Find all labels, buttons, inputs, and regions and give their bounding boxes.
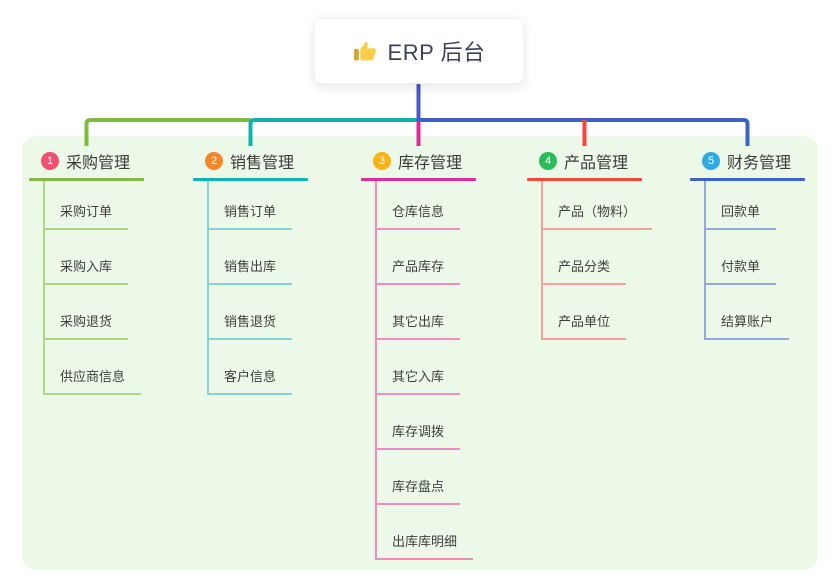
mindmap-node[interactable]: 采购入库	[45, 230, 144, 285]
branch-title-label: 财务管理	[727, 155, 792, 172]
branch-title-node[interactable]: 4 产品管理	[527, 152, 652, 172]
mindmap-node-label: 销售订单	[209, 203, 293, 230]
thumbs-up-icon	[353, 41, 376, 60]
mindmap-node[interactable]: 回款单	[706, 181, 805, 230]
mindmap-node[interactable]: 产品分类	[543, 230, 652, 285]
mindmap-node-label: 仓库信息	[377, 203, 461, 230]
branch-number-badge: 2	[205, 152, 223, 170]
branch-number-badge: 5	[702, 152, 720, 170]
mindmap-node[interactable]: 供应商信息	[45, 340, 144, 395]
mindmap-node-label: 产品单位	[543, 313, 627, 340]
mindmap-node[interactable]: 销售订单	[209, 181, 308, 230]
mindmap-node-label: 采购订单	[45, 203, 129, 230]
mindmap-node[interactable]: 客户信息	[209, 340, 308, 395]
branch-number-badge: 1	[41, 152, 59, 170]
mindmap-node-label: 采购入库	[45, 258, 129, 285]
branch-underline	[361, 178, 476, 181]
mindmap-node-label: 回款单	[706, 203, 777, 230]
branch-title-node[interactable]: 5 财务管理	[690, 152, 805, 172]
branch-title-node[interactable]: 3 库存管理	[361, 152, 476, 172]
branch-underline	[690, 178, 805, 181]
mindmap-node-label: 销售退货	[209, 313, 293, 340]
mindmap-node[interactable]: 库存盘点	[377, 450, 476, 505]
mindmap-node-label: 其它出库	[377, 313, 461, 340]
mindmap-node[interactable]: 仓库信息	[377, 181, 476, 230]
branch-children: 回款单付款单结算账户	[704, 181, 805, 340]
branch-column-2: 2 销售管理销售订单销售出库销售退货客户信息	[193, 152, 308, 395]
branches-panel	[22, 136, 818, 570]
branch-underline	[29, 178, 144, 181]
mindmap-node-label: 出库库明细	[377, 533, 474, 560]
mindmap-node[interactable]: 付款单	[706, 230, 805, 285]
mindmap-node-label: 产品分类	[543, 258, 627, 285]
branch-number-badge: 3	[373, 152, 391, 170]
branch-title-label: 销售管理	[230, 155, 295, 172]
mindmap-node-label: 库存盘点	[377, 478, 461, 505]
branch-children: 销售订单销售出库销售退货客户信息	[207, 181, 308, 395]
mindmap-node-label: 付款单	[706, 258, 777, 285]
mindmap-node[interactable]: 销售出库	[209, 230, 308, 285]
branch-children: 采购订单采购入库采购退货供应商信息	[43, 181, 144, 395]
branch-column-3: 3 库存管理仓库信息产品库存其它出库其它入库库存调拨库存盘点出库库明细	[361, 152, 476, 560]
root-title: ERP 后台	[387, 40, 486, 65]
branch-title-label: 产品管理	[564, 155, 629, 172]
branch-title-label: 采购管理	[66, 155, 131, 172]
mindmap-node-label: 客户信息	[209, 368, 293, 395]
mindmap-node[interactable]: 出库库明细	[377, 505, 476, 560]
mindmap-node[interactable]: 结算账户	[706, 285, 805, 340]
root-node[interactable]: ERP 后台	[314, 18, 524, 84]
mindmap-node[interactable]: 产品（物料）	[543, 181, 653, 230]
branch-underline	[193, 178, 308, 181]
branch-column-4: 4 产品管理产品（物料） 产品分类产品单位	[527, 152, 653, 340]
mindmap-node[interactable]: 产品单位	[543, 285, 652, 340]
mindmap-node[interactable]: 库存调拨	[377, 395, 476, 450]
mindmap-node[interactable]: 其它出库	[377, 285, 476, 340]
mindmap-node-label: 采购退货	[45, 313, 129, 340]
mindmap-node-label: 库存调拨	[377, 423, 461, 450]
branch-title-label: 库存管理	[398, 155, 463, 172]
mindmap-node[interactable]: 销售退货	[209, 285, 308, 340]
branch-underline	[527, 178, 642, 181]
branch-title-node[interactable]: 2 销售管理	[193, 152, 308, 172]
branch-children: 产品（物料） 产品分类产品单位	[541, 181, 653, 340]
mindmap-node[interactable]: 采购订单	[45, 181, 144, 230]
branch-number-badge: 4	[539, 152, 557, 170]
mindmap-node-label: 供应商信息	[45, 368, 142, 395]
mindmap-node[interactable]: 产品库存	[377, 230, 476, 285]
mindmap-node-label: 其它入库	[377, 368, 461, 395]
mindmap-node-label: 产品库存	[377, 258, 461, 285]
mindmap-node[interactable]: 其它入库	[377, 340, 476, 395]
mindmap-node[interactable]: 采购退货	[45, 285, 144, 340]
branch-column-1: 1 采购管理采购订单采购入库采购退货供应商信息	[29, 152, 144, 395]
mindmap-node-label: 结算账户	[706, 313, 790, 340]
branch-children: 仓库信息产品库存其它出库其它入库库存调拨库存盘点出库库明细	[375, 181, 476, 560]
branch-title-node[interactable]: 1 采购管理	[29, 152, 144, 172]
branch-column-5: 5 财务管理回款单付款单结算账户	[690, 152, 805, 340]
mindmap-node-label: 销售出库	[209, 258, 293, 285]
mindmap-node-label: 产品（物料）	[543, 203, 653, 230]
